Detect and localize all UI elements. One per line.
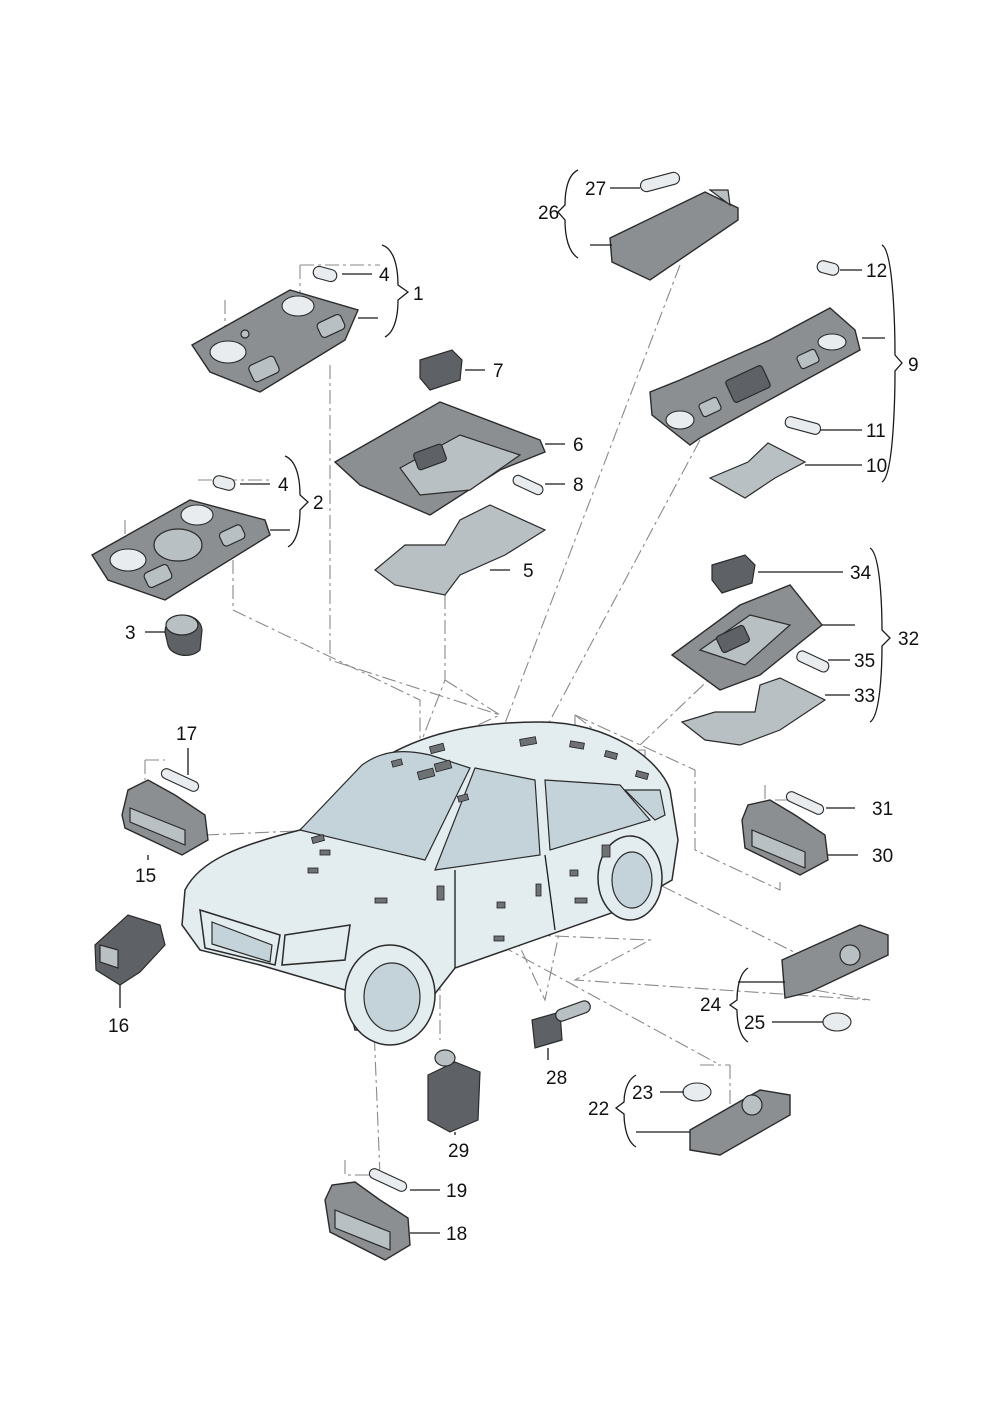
- callout-30: 30: [872, 846, 893, 867]
- bulb-4-upper: [312, 265, 338, 283]
- part-15-light: [121, 779, 209, 856]
- part-34-switch: [711, 554, 756, 594]
- callout-35: 35: [854, 651, 875, 672]
- callout-26: 26: [538, 203, 559, 224]
- part-10-lens: [708, 442, 807, 499]
- part-5-lens: [374, 504, 547, 596]
- part-3-sensor: [164, 614, 203, 657]
- part-7-switch: [419, 349, 463, 391]
- part-31-bulb: [785, 791, 825, 815]
- grille-slats: [211, 921, 273, 963]
- callout-15: 15: [135, 866, 156, 887]
- callout-34: 34: [850, 563, 872, 584]
- part-29-switch: [427, 1049, 481, 1133]
- callout-29: 29: [448, 1141, 469, 1162]
- callout-6: 6: [573, 435, 584, 456]
- callout-18: 18: [446, 1224, 467, 1245]
- part-33-lens: [680, 677, 827, 746]
- part-11-bulb: [784, 416, 822, 435]
- part-22-light: [689, 1089, 791, 1156]
- part-18-light: [324, 1181, 411, 1261]
- callout-24: 24: [700, 995, 722, 1016]
- callout-2: 2: [313, 493, 324, 514]
- callout-31: 31: [872, 799, 893, 820]
- part-25-bulb: [822, 1012, 852, 1032]
- callout-19: 19: [446, 1181, 467, 1202]
- callout-17: 17: [176, 724, 197, 745]
- leader-lines: [119, 169, 903, 1234]
- callout-9: 9: [908, 355, 919, 376]
- part-27-bulb: [639, 171, 681, 193]
- callout-16: 16: [108, 1016, 129, 1037]
- bulb-4-lower: [212, 475, 236, 491]
- callout-22: 22: [588, 1099, 609, 1120]
- callout-25: 25: [744, 1013, 765, 1034]
- callout-labels: 1 2 3 4 4 5 6 7 8 9 10 11 12 15 16 17 18…: [108, 179, 919, 1245]
- callout-27: 27: [585, 179, 606, 200]
- callout-1: 1: [413, 284, 424, 305]
- callout-4-lower: 4: [278, 475, 289, 496]
- part-23-bulb: [682, 1082, 712, 1102]
- callout-11: 11: [866, 421, 886, 442]
- part-24-light: [781, 924, 889, 999]
- part-16-switch: [94, 914, 166, 986]
- part-1-interior-light-unit: [190, 289, 359, 393]
- callout-5: 5: [523, 561, 534, 582]
- part-26-interior-light: [609, 189, 739, 281]
- part-9-roof-console: [649, 307, 861, 446]
- callout-33: 33: [854, 686, 875, 707]
- callout-4-upper: 4: [379, 265, 390, 286]
- part-2-interior-light-unit: [91, 499, 271, 601]
- callout-23: 23: [632, 1083, 653, 1104]
- callout-12: 12: [866, 261, 887, 282]
- part-32-housing: [670, 584, 823, 691]
- part-12-bulb: [816, 260, 840, 276]
- part-35-bulb: [796, 650, 830, 673]
- part-17-bulb: [160, 768, 200, 792]
- callout-10: 10: [866, 456, 887, 477]
- part-19-bulb: [368, 1168, 408, 1192]
- callout-32: 32: [898, 629, 919, 650]
- callout-7: 7: [493, 361, 504, 382]
- callout-8: 8: [573, 475, 584, 496]
- part-28-switch: [531, 1000, 591, 1049]
- part-6-housing: [333, 401, 546, 516]
- car-body: [181, 721, 679, 1046]
- callout-28: 28: [546, 1068, 567, 1089]
- part-8-bulb: [512, 474, 544, 496]
- callout-3: 3: [125, 623, 136, 644]
- part-30-light: [741, 799, 829, 876]
